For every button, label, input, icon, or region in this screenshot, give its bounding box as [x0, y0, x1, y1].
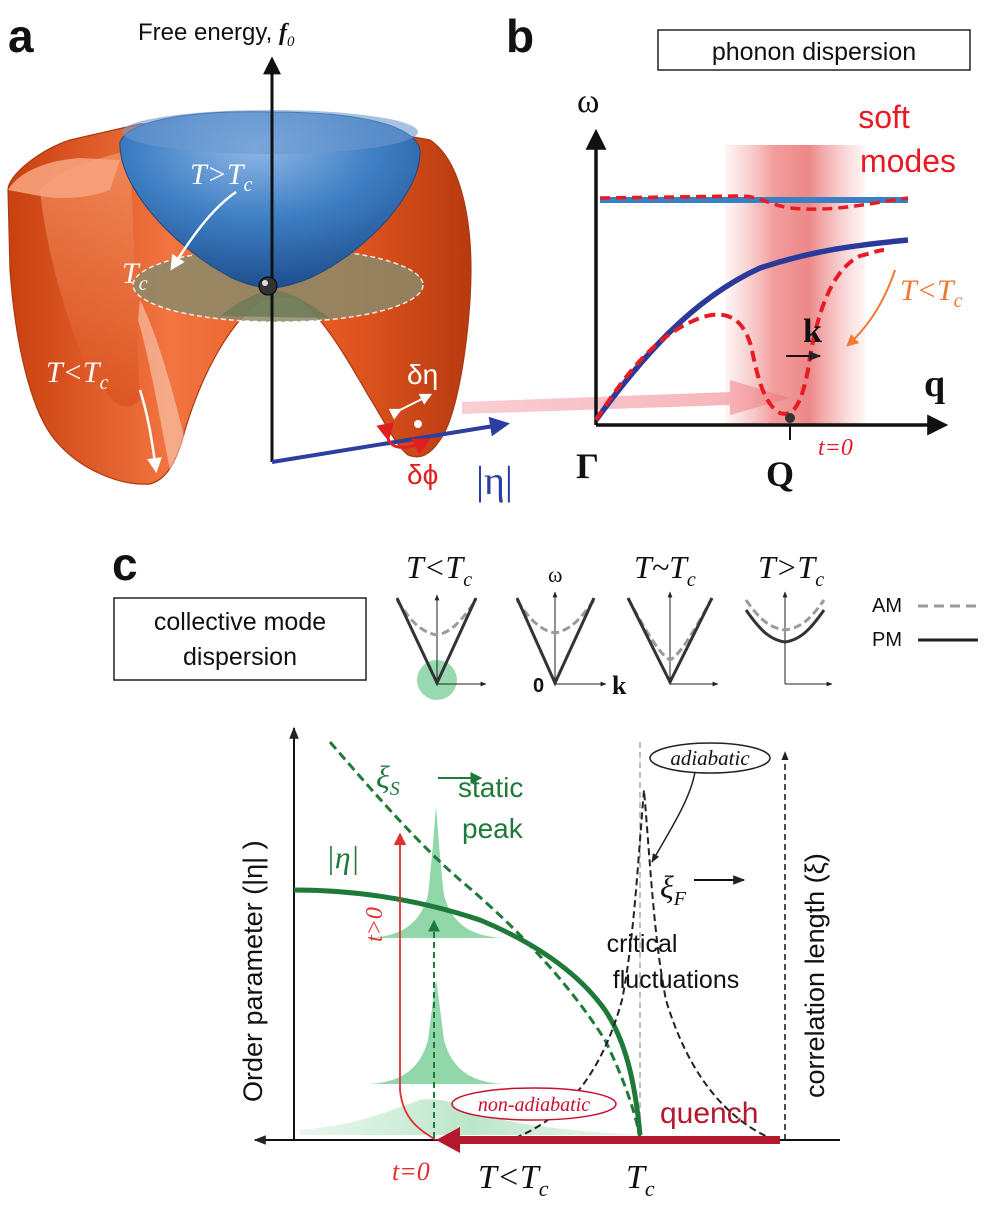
lower-bowl-inner-wall	[40, 150, 140, 407]
adiabatic-bubble	[649, 742, 771, 774]
critical-label-1: critical	[607, 930, 678, 958]
eta-curve-label: |η|	[326, 839, 359, 875]
lower-bowl-inner-sheen	[138, 300, 185, 470]
t-zero-label-b: t=0	[818, 435, 853, 461]
upper-bowl-rim	[122, 110, 418, 154]
t-zero-label-c: t=0	[392, 1157, 430, 1186]
inset-3	[626, 591, 719, 687]
legend-am-label: AM	[872, 595, 902, 617]
xi-s-curve	[328, 741, 642, 1139]
order-parameter-curve	[293, 887, 643, 1136]
delta-phi-label: δϕ	[407, 459, 438, 490]
delta-eta-label: δη	[407, 359, 438, 390]
legend-pm-label: PM	[872, 629, 902, 651]
non-adiabatic-bubble	[451, 1087, 617, 1121]
quench-arrow	[436, 1127, 780, 1153]
non-adiabatic-label: non-adiabatic	[478, 1094, 590, 1116]
eta-magnitude-label: |η|	[476, 458, 513, 503]
legend: AM PM	[872, 595, 978, 651]
gamma-label: Γ	[576, 446, 599, 486]
free-energy-axis-title: Free energy, f0	[138, 19, 295, 50]
arrow-down-well	[138, 389, 162, 473]
xi-f-label: ξF	[660, 869, 687, 910]
label-above-tc: T>Tc	[190, 158, 253, 196]
origin-ball	[258, 276, 278, 296]
soft-modes-label-2: modes	[860, 143, 956, 179]
t-greater-zero-arrow	[393, 832, 437, 1141]
panel-b-letter: b	[506, 10, 534, 62]
delta-phi-arrow	[376, 422, 432, 455]
acoustic-soft-branch	[594, 248, 885, 422]
omega-label: ω	[577, 83, 599, 120]
inset-1-title: T<Tc	[406, 549, 472, 591]
q-point-label: Q	[766, 454, 794, 494]
inset-4	[744, 591, 833, 687]
central-cone	[220, 290, 330, 318]
collective-title-2: dispersion	[183, 643, 297, 671]
inset-omega: ω	[548, 562, 562, 587]
inset-k: k	[612, 671, 627, 700]
lower-bowl-rim	[8, 158, 120, 198]
inset-2: ω 0 k	[515, 562, 627, 700]
static-peak-label-2: peak	[462, 813, 524, 844]
adiabatic-pointer	[651, 771, 696, 863]
label-below-tc: T<Tc	[46, 356, 109, 394]
critical-fluctuation-curve	[514, 789, 771, 1139]
panel-c-letter: c	[112, 538, 138, 590]
inset-3-title: T~Tc	[634, 549, 696, 591]
inset-zero: 0	[533, 675, 544, 697]
inset-4-title: T>Tc	[758, 549, 824, 591]
optical-soft-branch	[599, 194, 909, 211]
panel-a: a Free energy, f0 T>Tc Tc T<Tc δη δϕ |η|	[7, 10, 790, 503]
phonon-title: phonon dispersion	[712, 38, 916, 66]
low-spread-peak	[300, 1099, 640, 1135]
adiabatic-label: adiabatic	[670, 746, 750, 770]
static-peak-label-1: static	[458, 772, 523, 803]
k-label: k	[803, 313, 822, 350]
panel-c: c collective mode dispersion T<Tc T~Tc T…	[112, 538, 978, 1201]
x-low-label: T<Tc	[478, 1159, 549, 1201]
acoustic-branch	[593, 237, 909, 422]
panel-a-letter: a	[8, 10, 34, 62]
delta-eta-arrow	[388, 393, 433, 420]
low-t-label: T<Tc	[900, 274, 963, 312]
critical-label-2: fluctuations	[613, 966, 739, 994]
collective-title-1: collective mode	[154, 608, 326, 636]
static-peak	[370, 806, 502, 938]
collective-title-box	[113, 597, 367, 681]
x-tc-label: Tc	[626, 1159, 655, 1201]
t-greater-zero-label: t>0	[362, 907, 388, 942]
y-right-label: correlation length (ξ)	[800, 853, 830, 1098]
y-left-label: Order parameter (|η| )	[238, 840, 268, 1102]
quench-label: quench	[660, 1097, 758, 1130]
connection-arrow	[462, 380, 790, 415]
inset-1	[395, 594, 487, 700]
low-t-arrow	[846, 269, 896, 347]
phonon-title-box	[657, 29, 971, 71]
arrow-to-tc	[170, 190, 237, 271]
q-point-dot	[785, 413, 795, 423]
soft-mode-band	[725, 145, 865, 425]
q-label: q	[924, 363, 945, 405]
xi-s-label: ξS	[376, 759, 400, 800]
soft-modes-label-1: soft	[858, 99, 910, 135]
label-tc: Tc	[122, 257, 148, 295]
mid-peak	[370, 980, 502, 1084]
panel-b: b phonon dispersion ω q soft modes T<Tc …	[506, 10, 971, 494]
